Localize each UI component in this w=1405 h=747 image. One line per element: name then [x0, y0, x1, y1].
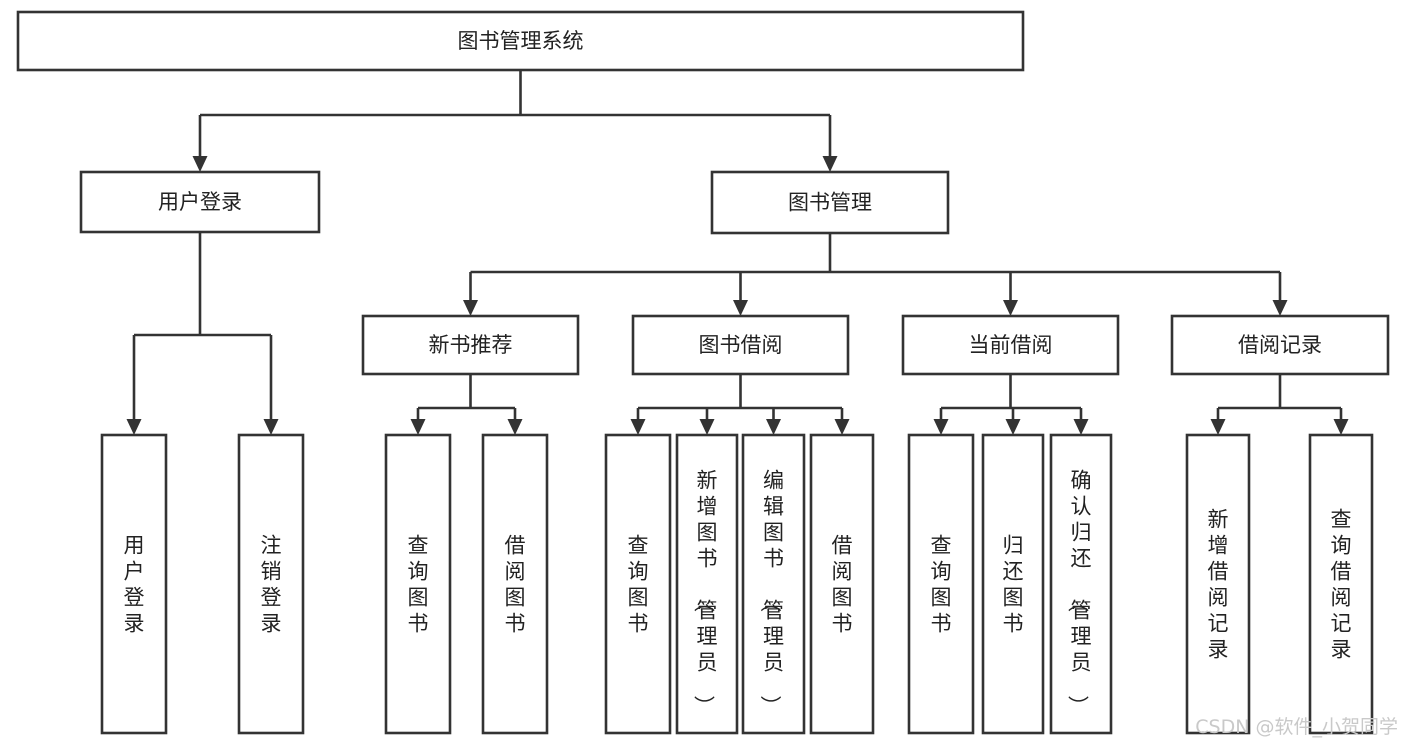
node-box-rect: [79, 170, 321, 234]
node-book-borrow[interactable]: 图书借阅: [631, 314, 850, 376]
node-label: 编辑图书（管理员）: [758, 468, 784, 716]
arrow-head-icon: [834, 419, 850, 435]
node-box-rect: [1308, 433, 1374, 735]
node-box-rect: [741, 433, 806, 735]
arrow-head-icon: [263, 419, 279, 435]
arrow-head-icon: [1073, 419, 1089, 435]
csdn-watermark: CSDN @软件_小贺同学: [1195, 716, 1398, 738]
node-user-login-leaf[interactable]: 用户登录: [100, 433, 168, 735]
node-label: 注销登录: [261, 533, 282, 635]
node-box-rect: [675, 433, 739, 735]
arrow-head-icon: [507, 419, 523, 435]
node-new-book-recommend[interactable]: 新书推荐: [361, 314, 580, 376]
arrow-head-icon: [1272, 300, 1288, 316]
arrow-head-icon: [733, 300, 748, 316]
arrow-head-icon: [933, 419, 949, 435]
node-label: 用户登录: [124, 533, 145, 635]
node-query-book-leaf[interactable]: 查询图书: [604, 433, 672, 735]
node-edit-book-admin-leaf[interactable]: 编辑图书（管理员）: [741, 433, 806, 735]
arrow-head-icon: [630, 419, 646, 435]
node-label: 借阅图书: [505, 533, 526, 635]
arrow-head-icon: [766, 419, 781, 435]
node-book-management[interactable]: 图书管理: [710, 170, 950, 235]
node-label: 确认归还（管理员）: [1066, 468, 1092, 716]
node-box-rect: [809, 433, 875, 735]
node-label: 新增借阅记录: [1208, 507, 1229, 661]
node-box-rect: [907, 433, 975, 735]
node-label: 图书管理系统: [458, 29, 584, 53]
node-borrow-record[interactable]: 借阅记录: [1170, 314, 1390, 376]
arrow-head-icon: [410, 419, 426, 435]
arrow-head-icon: [699, 419, 715, 435]
node-borrow-book-leaf[interactable]: 借阅图书: [809, 433, 875, 735]
arrow-head-icon: [463, 300, 478, 316]
node-box-rect: [1170, 314, 1390, 376]
node-box-rect: [981, 433, 1045, 735]
node-current-borrow[interactable]: 当前借阅: [901, 314, 1120, 376]
arrow-head-icon: [126, 419, 142, 435]
arrow-head-icon: [822, 156, 838, 172]
node-borrow-book-leaf[interactable]: 借阅图书: [481, 433, 549, 735]
node-box-rect: [1049, 433, 1113, 735]
node-user-login[interactable]: 用户登录: [79, 170, 321, 234]
node-label: 新增图书（管理员）: [692, 468, 718, 716]
arrow-head-icon: [1005, 419, 1021, 435]
node-logout-leaf[interactable]: 注销登录: [237, 433, 305, 735]
node-return-book-leaf[interactable]: 归还图书: [981, 433, 1045, 735]
node-label: 借阅图书: [832, 533, 853, 635]
node-query-borrow-record-leaf[interactable]: 查询借阅记录: [1308, 433, 1374, 735]
node-label: 查询图书: [408, 533, 429, 635]
arrow-head-icon: [192, 156, 208, 172]
arrow-head-icon: [1210, 419, 1226, 435]
arrow-head-icon: [1003, 300, 1018, 316]
node-label: 归还图书: [1003, 533, 1024, 635]
node-label: 查询图书: [628, 533, 649, 635]
node-add-book-admin-leaf[interactable]: 新增图书（管理员）: [675, 433, 739, 735]
node-box-rect: [604, 433, 672, 735]
node-label: 用户登录: [158, 190, 242, 214]
node-box-rect: [631, 314, 850, 376]
node-box-rect: [361, 314, 580, 376]
node-label: 查询借阅记录: [1331, 507, 1352, 661]
node-box-rect: [901, 314, 1120, 376]
connector-lines: [126, 70, 1349, 435]
arrow-head-icon: [1333, 419, 1349, 435]
node-label: 图书管理: [788, 191, 872, 215]
node-confirm-return-admin-leaf[interactable]: 确认归还（管理员）: [1049, 433, 1113, 735]
node-box-rect: [384, 433, 452, 735]
node-label: 借阅记录: [1238, 333, 1322, 357]
node-label: 查询图书: [931, 533, 952, 635]
node-box-rect: [1185, 433, 1251, 735]
node-box-rect: [710, 170, 950, 235]
node-book-management-system[interactable]: 图书管理系统: [16, 10, 1025, 72]
node-add-borrow-record-leaf[interactable]: 新增借阅记录: [1185, 433, 1251, 735]
node-box-rect: [481, 433, 549, 735]
node-label: 图书借阅: [699, 333, 783, 357]
node-label: 新书推荐: [429, 333, 513, 357]
node-label: 当前借阅: [969, 333, 1053, 357]
node-box-rect: [100, 433, 168, 735]
node-query-book-leaf[interactable]: 查询图书: [384, 433, 452, 735]
node-boxes: 图书管理系统用户登录图书管理新书推荐图书借阅当前借阅借阅记录用户登录注销登录查询…: [16, 10, 1390, 735]
node-query-book-leaf[interactable]: 查询图书: [907, 433, 975, 735]
node-box-rect: [237, 433, 305, 735]
node-box-rect: [16, 10, 1025, 72]
